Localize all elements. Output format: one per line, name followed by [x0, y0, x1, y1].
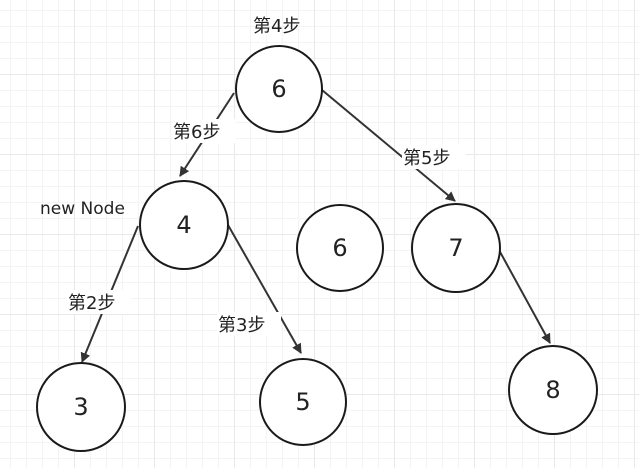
new-node-annotation: new Node: [40, 199, 125, 219]
step-label-3: 第3步: [218, 315, 265, 336]
node-label: 5: [295, 388, 310, 416]
step-label-2: 第2步: [68, 293, 115, 314]
node-label: 6: [332, 234, 347, 262]
step-label-4: 第4步: [253, 16, 300, 37]
tree-node-left-left: 3: [36, 362, 126, 452]
step-labels: 第4步 第6步 第5步 第2步 第3步: [67, 16, 466, 336]
tree-node-root: 6: [235, 45, 323, 133]
edge-left-left-right: [227, 224, 302, 354]
node-label: 8: [545, 376, 560, 404]
node-label: 6: [271, 75, 286, 103]
node-label: 4: [176, 211, 191, 239]
edge-right-right-right: [498, 249, 551, 344]
tree-node-right-right: 8: [508, 345, 598, 435]
edge-root-right: [321, 89, 456, 202]
node-label: 7: [448, 234, 463, 262]
step-label-5: 第5步: [403, 148, 450, 169]
tree-node-left: 4: [139, 180, 229, 270]
node-label: 3: [73, 393, 88, 421]
step-label-6: 第6步: [173, 122, 220, 143]
tree-node-right: 7: [411, 203, 501, 293]
tree-node-new: 6: [296, 204, 384, 292]
tree-node-left-right: 5: [259, 358, 347, 446]
